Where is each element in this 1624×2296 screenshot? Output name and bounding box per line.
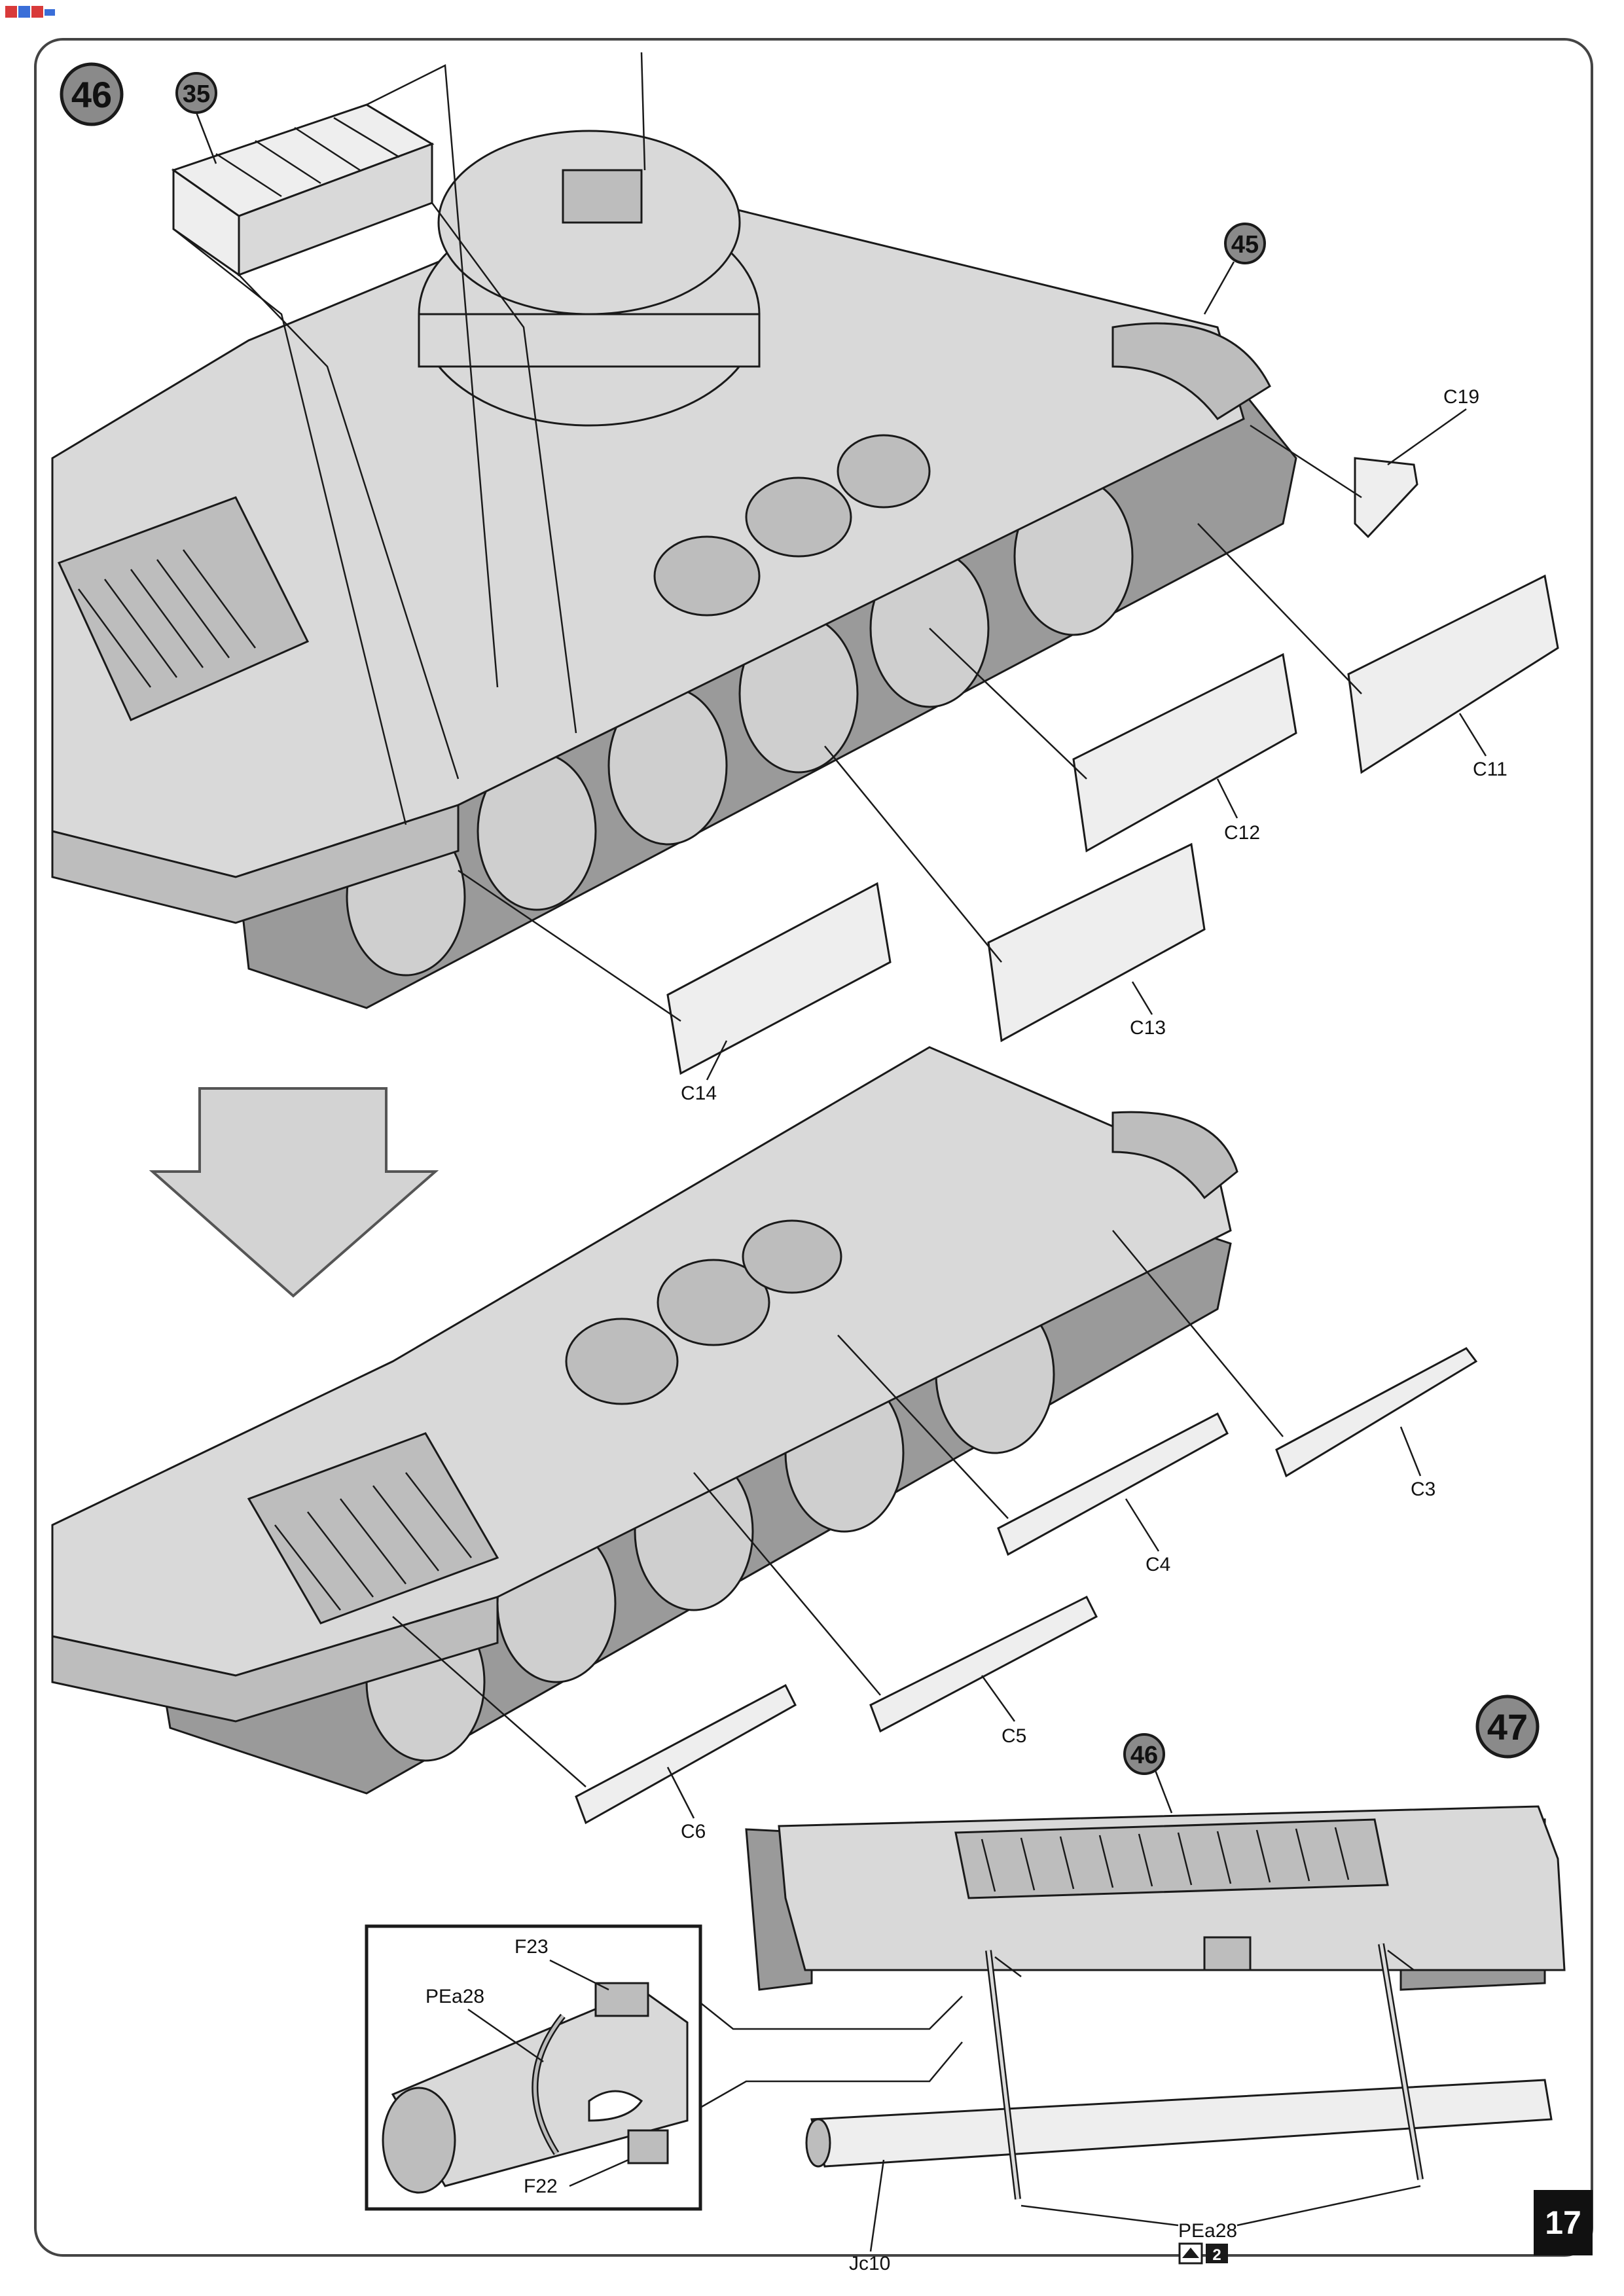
part-pea28-straps	[985, 1943, 1424, 2200]
ref-46-badge	[1123, 1733, 1165, 1775]
label-c4: C4	[1146, 1554, 1170, 1575]
label-f22: F22	[524, 2176, 558, 2197]
ref-35-number: 35	[183, 81, 210, 108]
part-c6	[575, 1683, 797, 1825]
part-jc10	[805, 2079, 1553, 2168]
label-c3: C3	[1411, 1479, 1435, 1500]
step-47-group: 47 46	[365, 1695, 1566, 2274]
part-c5	[869, 1595, 1098, 1733]
part-c4	[997, 1412, 1229, 1556]
ref-46-number: 46	[1130, 1742, 1158, 1769]
tank-upper-view	[51, 52, 1297, 1009]
tank-rear-view	[745, 1805, 1566, 1991]
label-pea28-main: PEa28	[1178, 2220, 1237, 2242]
step-46-badge	[60, 62, 124, 126]
step-47-number: 47	[1487, 1706, 1528, 1748]
step-47-badge	[1475, 1695, 1540, 1759]
brand-logo	[4, 4, 56, 21]
label-jc10: Jc10	[849, 2253, 890, 2274]
label-c13: C13	[1130, 1017, 1166, 1039]
label-pea28-qty: 2	[1212, 2246, 1221, 2264]
label-c12: C12	[1224, 822, 1260, 844]
part-c11	[1347, 574, 1559, 774]
stowage-box	[171, 103, 435, 277]
part-c12	[1072, 653, 1297, 853]
label-c6: C6	[681, 1821, 706, 1842]
label-c11: C11	[1473, 759, 1507, 780]
label-pea28-detail: PEa28	[425, 1986, 484, 2007]
label-c14: C14	[681, 1083, 717, 1104]
ref-35-leader	[195, 112, 217, 164]
page-frame	[34, 38, 1593, 2257]
part-c19	[1354, 457, 1418, 539]
label-c5: C5	[1001, 1725, 1026, 1747]
label-f23: F23	[514, 1936, 549, 1958]
ref-45-leader	[1203, 261, 1235, 315]
step-46-number: 46	[71, 74, 112, 115]
part-c3	[1275, 1347, 1478, 1478]
page-number: 17	[1534, 2190, 1593, 2255]
ref-45-number: 45	[1231, 231, 1259, 259]
part-c13	[987, 842, 1206, 1043]
label-c19: C19	[1443, 386, 1479, 408]
part-c14	[666, 882, 892, 1075]
big-down-arrow-icon	[149, 1087, 439, 1298]
detail-inset	[365, 1924, 963, 2211]
photo-etch-icon	[1178, 2242, 1228, 2265]
ref-46-leader	[1154, 1770, 1173, 1814]
ref-45-badge	[1224, 223, 1266, 264]
step-46-group: 46 35 45	[51, 52, 1559, 1104]
